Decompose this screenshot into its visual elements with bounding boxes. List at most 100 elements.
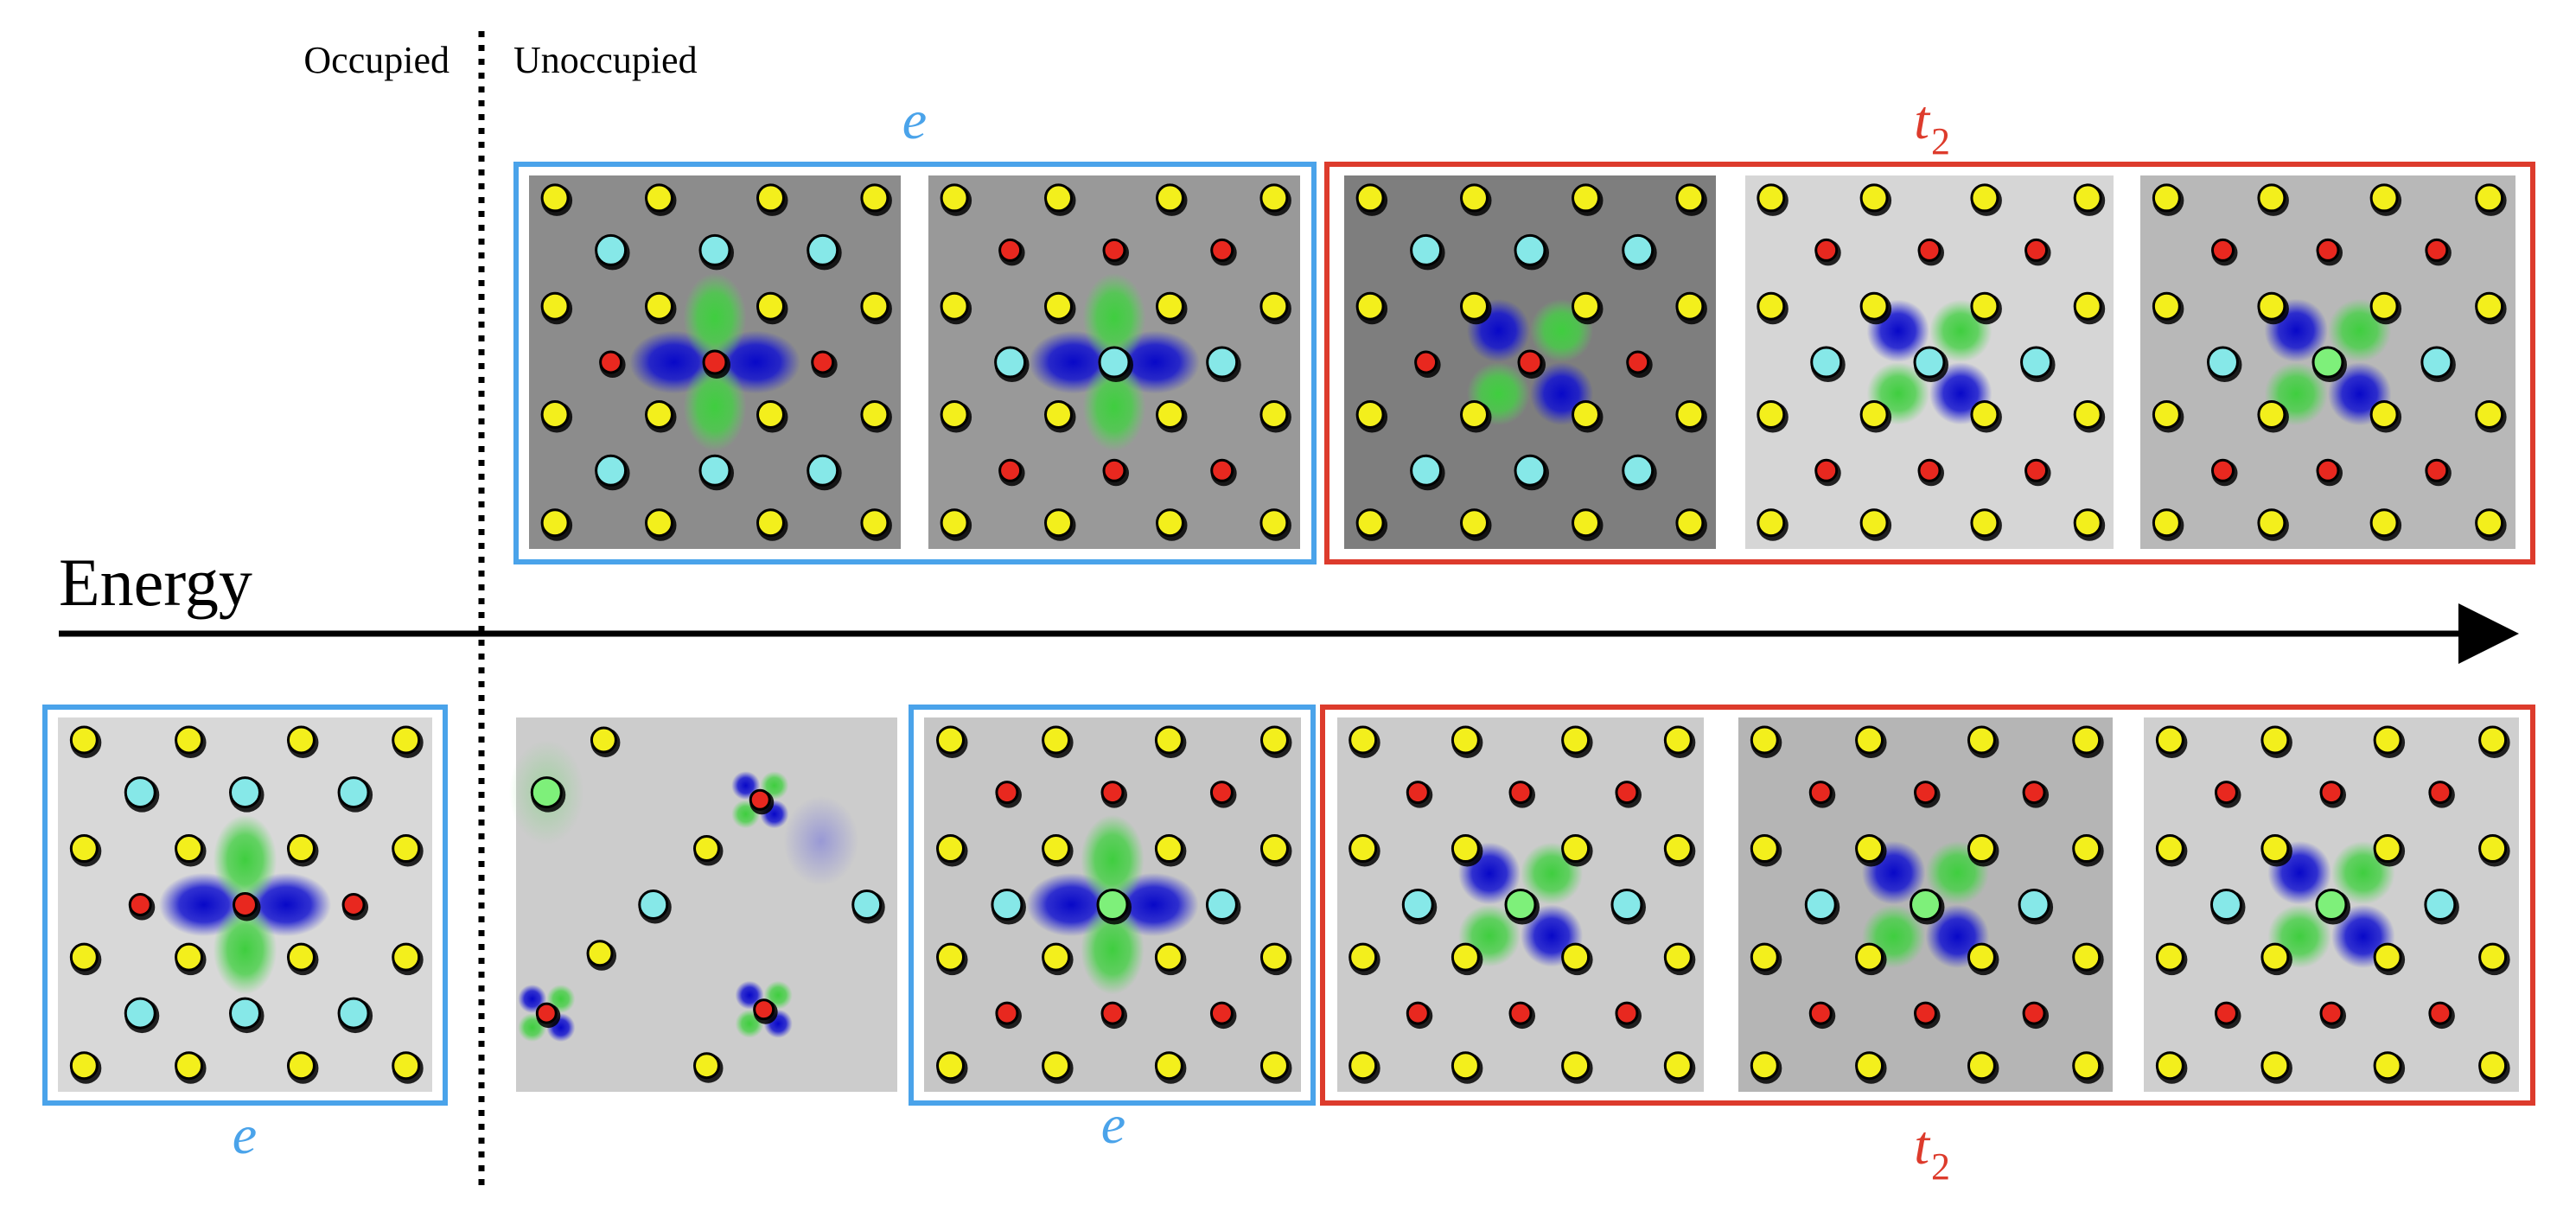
yellow-atom bbox=[1156, 183, 1184, 213]
yellow-atom bbox=[645, 183, 673, 213]
red-atom bbox=[749, 788, 771, 811]
cyan-atom bbox=[2420, 346, 2453, 379]
red-atom bbox=[1209, 781, 1234, 805]
yellow-atom bbox=[1259, 508, 1289, 538]
yellow-atom bbox=[286, 1051, 316, 1081]
yellow-atom bbox=[645, 399, 673, 429]
yellow-atom bbox=[2373, 942, 2402, 972]
yellow-atom bbox=[1460, 399, 1489, 429]
yellow-atom bbox=[175, 942, 204, 972]
yellow-atom bbox=[1259, 1051, 1289, 1081]
yellow-atom bbox=[1855, 1051, 1884, 1081]
cyan-atom bbox=[994, 346, 1027, 379]
yellow-atom bbox=[940, 291, 969, 321]
red-atom bbox=[2425, 458, 2449, 482]
red-atom bbox=[1210, 238, 1234, 262]
svg-text:2: 2 bbox=[1931, 120, 1950, 163]
red-atom bbox=[2022, 1001, 2046, 1025]
yellow-atom bbox=[2257, 183, 2286, 213]
center-green-atom bbox=[2315, 889, 2348, 921]
yellow-atom bbox=[2072, 942, 2101, 972]
yellow-atom bbox=[2257, 508, 2286, 538]
yellow-atom bbox=[1042, 834, 1071, 864]
yellow-atom bbox=[69, 725, 99, 755]
red-atom bbox=[2214, 1001, 2238, 1025]
yellow-atom bbox=[936, 834, 966, 864]
center-red-atom bbox=[1517, 349, 1543, 375]
yellow-atom bbox=[1855, 834, 1884, 864]
top-e-label: e bbox=[902, 89, 927, 150]
yellow-atom bbox=[2373, 1051, 2402, 1081]
yellow-atom bbox=[2369, 399, 2399, 429]
bottom-e-label-occupied: e bbox=[233, 1104, 257, 1165]
center-cyan-atom bbox=[1913, 346, 1946, 379]
yellow-atom bbox=[286, 834, 316, 864]
top-row-panels bbox=[529, 175, 2515, 549]
yellow-atom bbox=[69, 942, 99, 972]
yellow-atom bbox=[940, 399, 969, 429]
yellow-atom bbox=[286, 725, 316, 755]
yellow-atom bbox=[860, 291, 889, 321]
yellow-atom bbox=[2475, 399, 2504, 429]
red-atom bbox=[995, 1001, 1019, 1025]
yellow-atom bbox=[1572, 183, 1600, 213]
yellow-atom bbox=[936, 1051, 966, 1081]
yellow-atom bbox=[756, 183, 785, 213]
center-green-atom bbox=[1096, 889, 1129, 921]
cyan-atom bbox=[807, 233, 839, 266]
yellow-atom bbox=[940, 183, 969, 213]
red-atom bbox=[341, 893, 366, 916]
bottom-panel-3 bbox=[924, 717, 1301, 1092]
cyan-atom bbox=[595, 454, 628, 487]
yellow-atom bbox=[1156, 291, 1184, 321]
yellow-atom bbox=[175, 1051, 204, 1081]
cyan-atom bbox=[807, 454, 839, 487]
yellow-atom bbox=[1663, 725, 1693, 755]
cyan-atom bbox=[638, 890, 669, 920]
red-atom bbox=[2316, 238, 2340, 262]
yellow-atom bbox=[936, 942, 966, 972]
yellow-atom bbox=[1154, 834, 1183, 864]
yellow-atom bbox=[2369, 508, 2399, 538]
yellow-atom bbox=[1970, 291, 1999, 321]
yellow-atom bbox=[540, 399, 570, 429]
svg-text:t: t bbox=[1914, 89, 1931, 150]
yellow-atom bbox=[1561, 942, 1591, 972]
cyan-atom bbox=[1401, 889, 1434, 921]
yellow-atom bbox=[1451, 942, 1480, 972]
red-atom bbox=[2024, 458, 2049, 482]
yellow-atom bbox=[1750, 834, 1779, 864]
cyan-atom bbox=[595, 233, 628, 266]
yellow-atom bbox=[1042, 942, 1071, 972]
yellow-atom bbox=[1259, 725, 1289, 755]
yellow-atom bbox=[1259, 183, 1289, 213]
red-atom bbox=[995, 781, 1019, 805]
yellow-atom bbox=[940, 508, 969, 538]
yellow-atom bbox=[1675, 508, 1705, 538]
yellow-atom bbox=[1859, 183, 1889, 213]
bottom-panel-4 bbox=[1337, 717, 1704, 1092]
cyan-atom bbox=[1622, 233, 1655, 266]
yellow-atom bbox=[1044, 508, 1073, 538]
cyan-atom bbox=[698, 233, 731, 266]
yellow-atom bbox=[1355, 183, 1385, 213]
cyan-atom bbox=[1804, 889, 1837, 921]
yellow-atom bbox=[1154, 1051, 1183, 1081]
red-atom bbox=[1914, 1001, 1937, 1025]
yellow-atom bbox=[1675, 291, 1705, 321]
yellow-atom bbox=[392, 834, 421, 864]
yellow-atom bbox=[1855, 725, 1884, 755]
yellow-atom bbox=[1355, 399, 1385, 429]
yellow-atom bbox=[1460, 508, 1489, 538]
yellow-atom bbox=[1663, 834, 1693, 864]
cyan-atom bbox=[1514, 233, 1546, 266]
diffuse-blue-density bbox=[783, 795, 859, 886]
yellow-atom bbox=[2257, 291, 2286, 321]
cyan-atom bbox=[229, 776, 261, 809]
red-atom bbox=[1808, 1001, 1833, 1025]
center-green-atom bbox=[1504, 889, 1537, 921]
yellow-atom bbox=[1259, 834, 1289, 864]
occupied-label: Occupied bbox=[303, 39, 450, 81]
yellow-atom bbox=[2152, 183, 2181, 213]
